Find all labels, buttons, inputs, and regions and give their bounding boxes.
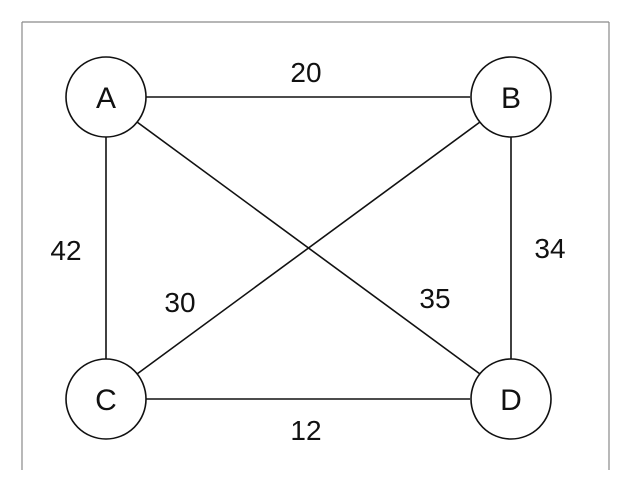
node-b: B xyxy=(470,56,552,138)
node-b-circle xyxy=(470,56,552,138)
weight-b-d: 34 xyxy=(534,233,565,264)
node-d: D xyxy=(470,358,552,440)
node-a-circle xyxy=(65,56,147,138)
weight-c-d: 12 xyxy=(290,415,321,446)
weight-a-d: 35 xyxy=(419,283,450,314)
node-d-circle xyxy=(470,358,552,440)
weight-a-b: 20 xyxy=(290,57,321,88)
node-a-label: A xyxy=(96,82,116,115)
weight-b-c: 30 xyxy=(164,287,195,318)
node-b-label: B xyxy=(501,82,521,115)
node-c: C xyxy=(65,358,147,440)
edge-a-d xyxy=(136,121,481,375)
node-c-circle xyxy=(65,358,147,440)
weight-a-c: 42 xyxy=(50,235,81,266)
node-c-label: C xyxy=(95,384,117,417)
node-a: A xyxy=(65,56,147,138)
node-d-label: D xyxy=(500,384,522,417)
